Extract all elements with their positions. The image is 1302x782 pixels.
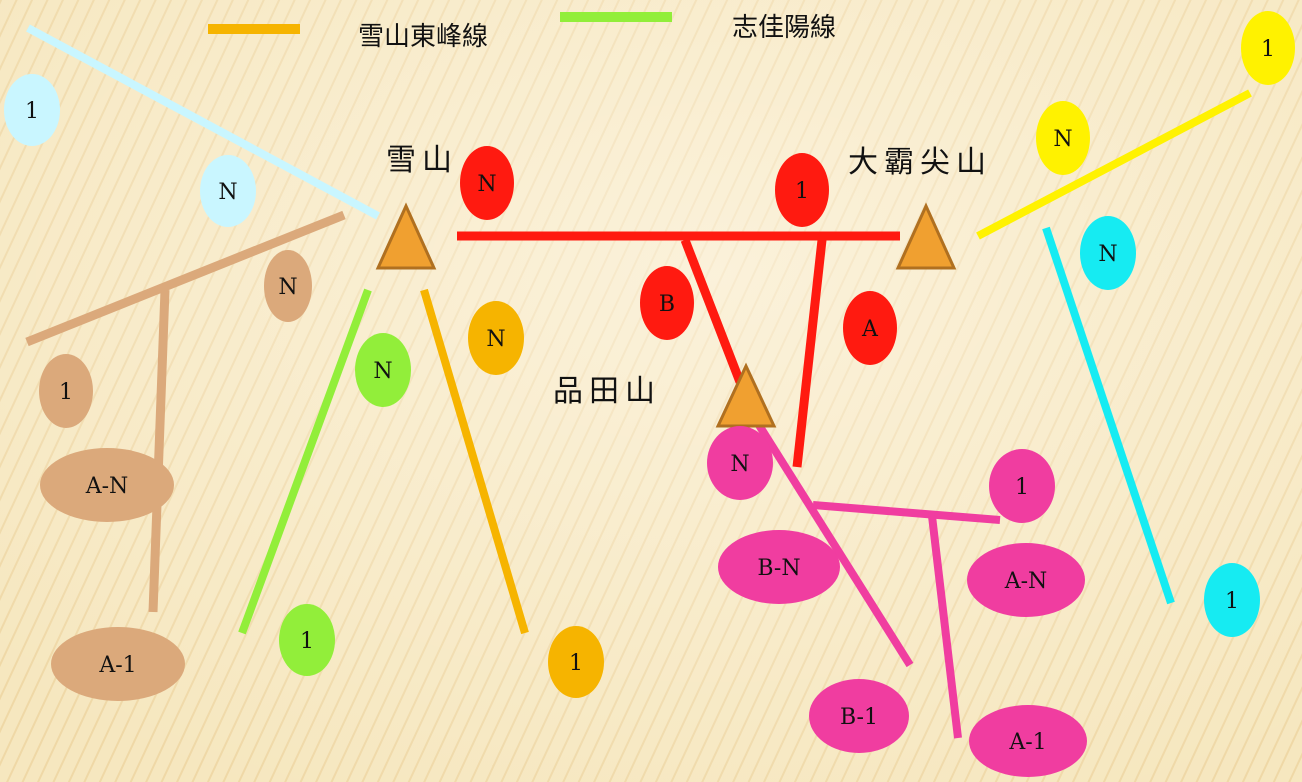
marker-tan-1-label: 1: [59, 380, 73, 405]
marker-red-n: [460, 146, 514, 220]
route-line-pink-main: [748, 411, 914, 668]
marker-light-cyan-n-label: N: [218, 180, 237, 205]
route-line-yellow: [976, 89, 1252, 240]
marker-green-1-label: 1: [300, 629, 314, 654]
marker-tan-a-n: [40, 448, 174, 522]
route-line-tan-main: [25, 210, 346, 347]
peak-dabajian-triangle: [895, 202, 957, 270]
marker-pink-b-n-label: B-N: [757, 556, 800, 581]
route-line-pink-cross: [812, 501, 1001, 524]
marker-red-b: [640, 266, 694, 340]
marker-cyan-n: [1080, 216, 1136, 290]
route-lines: [25, 24, 1252, 739]
marker-green-n: [355, 333, 411, 407]
marker-green-n-label: N: [373, 359, 392, 384]
marker-pink-n: [707, 426, 773, 500]
marker-light-cyan-n: [200, 155, 256, 227]
marker-tan-n: [264, 250, 312, 322]
marker-orange-n-label: N: [486, 327, 505, 352]
marker-tan-1: [39, 354, 93, 428]
route-line-orange: [420, 288, 529, 635]
marker-pink-b-n: [718, 530, 840, 604]
marker-red-1: [775, 153, 829, 227]
marker-tan-n-label: N: [278, 275, 297, 300]
legend-label-zhijiayang: 志佳陽線: [732, 13, 836, 43]
marker-pink-b-1-label: B-1: [840, 705, 878, 730]
marker-orange-n: [468, 301, 524, 375]
marker-red-a: [843, 291, 897, 365]
marker-pink-a-n-label: A-N: [1004, 569, 1048, 594]
marker-pink-a-n: [967, 543, 1085, 617]
marker-red-b-label: B: [659, 292, 675, 317]
marker-red-a-label: A: [861, 317, 879, 342]
marker-red-n-label: N: [477, 172, 496, 197]
marker-yellow-1-label: 1: [1261, 37, 1275, 62]
marker-pink-1-label: 1: [1015, 475, 1029, 500]
legend-label-xueshan-east: 雪山東峰線: [358, 22, 488, 52]
marker-cyan-n-label: N: [1098, 242, 1117, 267]
marker-yellow-1: [1241, 11, 1295, 85]
route-line-red-a: [792, 239, 827, 468]
marker-tan-a-n-label: A-N: [85, 474, 129, 499]
marker-tan-a-1: [51, 627, 185, 701]
marker-pink-1: [989, 449, 1055, 523]
marker-light-cyan-1: [4, 74, 60, 146]
marker-light-cyan-1-label: 1: [25, 99, 39, 124]
route-line-pink-branch: [928, 515, 962, 739]
peak-pintian-label: 品田山: [553, 374, 661, 409]
peaks: 雪山 大霸尖山 品田山: [375, 143, 992, 428]
peak-xueshan-label: 雪山: [386, 143, 458, 178]
marker-green-1: [279, 604, 335, 676]
marker-tan-a-1-label: A-1: [98, 653, 136, 678]
peak-dabajian-label: 大霸尖山: [848, 145, 992, 180]
legend: 雪山東峰線 志佳陽線: [208, 12, 836, 52]
marker-cyan-1: [1204, 563, 1260, 637]
marker-orange-1: [548, 626, 604, 698]
route-line-green: [238, 288, 372, 635]
route-line-cyan: [1042, 226, 1175, 605]
route-line-red-b: [680, 238, 745, 384]
marker-cyan-1-label: 1: [1225, 589, 1239, 614]
markers: 1 N N 1 A-N A-1 N 1 N 1 N 1 B A 1 N N: [4, 11, 1295, 777]
route-line-light-cyan: [26, 24, 380, 220]
marker-yellow-n: [1036, 101, 1090, 175]
marker-red-1-label: 1: [795, 179, 809, 204]
route-line-tan-branch: [148, 289, 170, 613]
marker-pink-b-1: [809, 679, 909, 753]
marker-yellow-n-label: N: [1053, 127, 1072, 152]
marker-pink-n-label: N: [730, 452, 749, 477]
peak-xueshan-triangle: [375, 202, 437, 270]
marker-pink-a-1: [969, 705, 1087, 777]
marker-pink-a-1-label: A-1: [1008, 730, 1046, 755]
peak-pintian-triangle: [715, 362, 777, 428]
marker-orange-1-label: 1: [569, 651, 583, 676]
